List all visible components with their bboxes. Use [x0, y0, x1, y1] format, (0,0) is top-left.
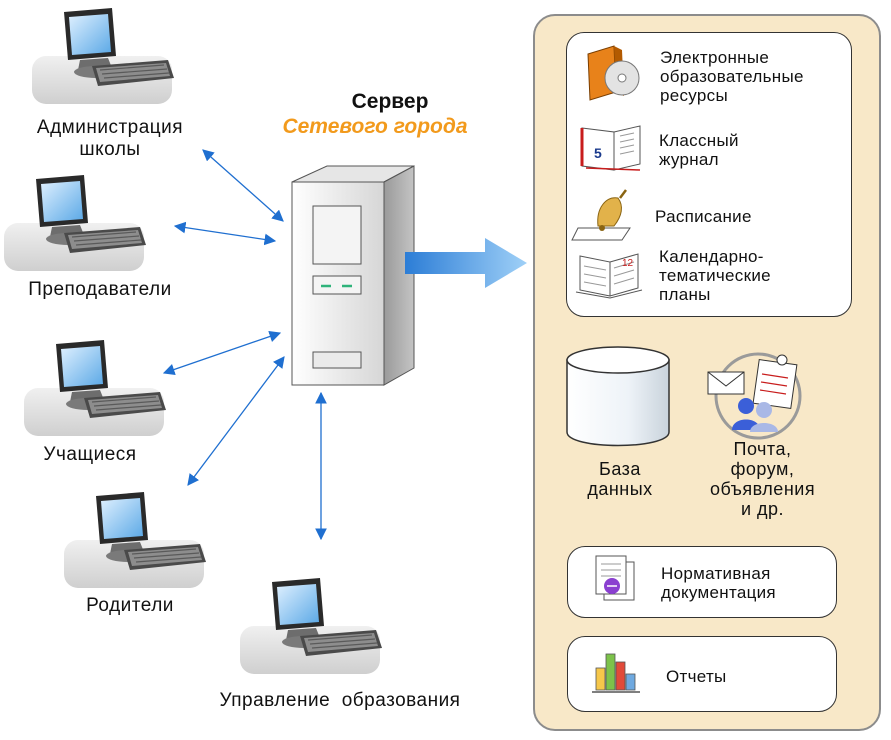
svg-text:5: 5	[594, 145, 602, 161]
computer-icon-admin	[31, 7, 175, 105]
services-icons	[566, 346, 802, 447]
resource-icons: 5 12	[571, 45, 643, 299]
computer-icon-students	[23, 339, 167, 437]
bar-chart-icon	[592, 653, 640, 693]
docs-label: Нормативная документация	[661, 564, 776, 602]
computer-icon-education-office	[239, 577, 383, 675]
server-subtitle: Сетевого города	[282, 115, 468, 138]
svg-text:12: 12	[622, 258, 634, 269]
database-label: База данных	[587, 459, 653, 499]
journal-icon: 5	[580, 125, 641, 171]
client-label-parents: Родители	[86, 595, 174, 616]
resource-label-digital-resources: Электронные образовательные ресурсы	[660, 48, 804, 105]
computer-icon-teachers	[3, 174, 147, 272]
bell-icon	[571, 189, 631, 241]
plan-book-icon: 12	[575, 253, 643, 299]
client-label-admin: Администрация школы	[36, 117, 184, 160]
document-icon	[595, 555, 635, 601]
communication-icon	[707, 352, 802, 440]
reports-label: Отчеты	[666, 667, 727, 686]
client-label-teachers: Преподаватели	[28, 279, 172, 300]
client-label-students: Учащиеся	[43, 444, 137, 465]
connection-arrows	[162, 149, 327, 541]
client-label-education-office: Управление образования	[219, 690, 461, 711]
server-icon	[291, 165, 415, 386]
resource-label-schedule: Расписание	[655, 207, 752, 226]
database-icon	[566, 346, 670, 447]
resource-label-class-journal: Классный журнал	[659, 131, 739, 169]
book-cd-icon	[587, 45, 640, 101]
computer-icon-parents	[63, 491, 207, 589]
server-title: Сервер	[351, 90, 429, 113]
resource-label-plans: Календарно- тематические планы	[659, 247, 771, 304]
server-to-services-arrow	[405, 238, 527, 288]
communication-label: Почта, форум, объявления и др.	[709, 439, 816, 519]
